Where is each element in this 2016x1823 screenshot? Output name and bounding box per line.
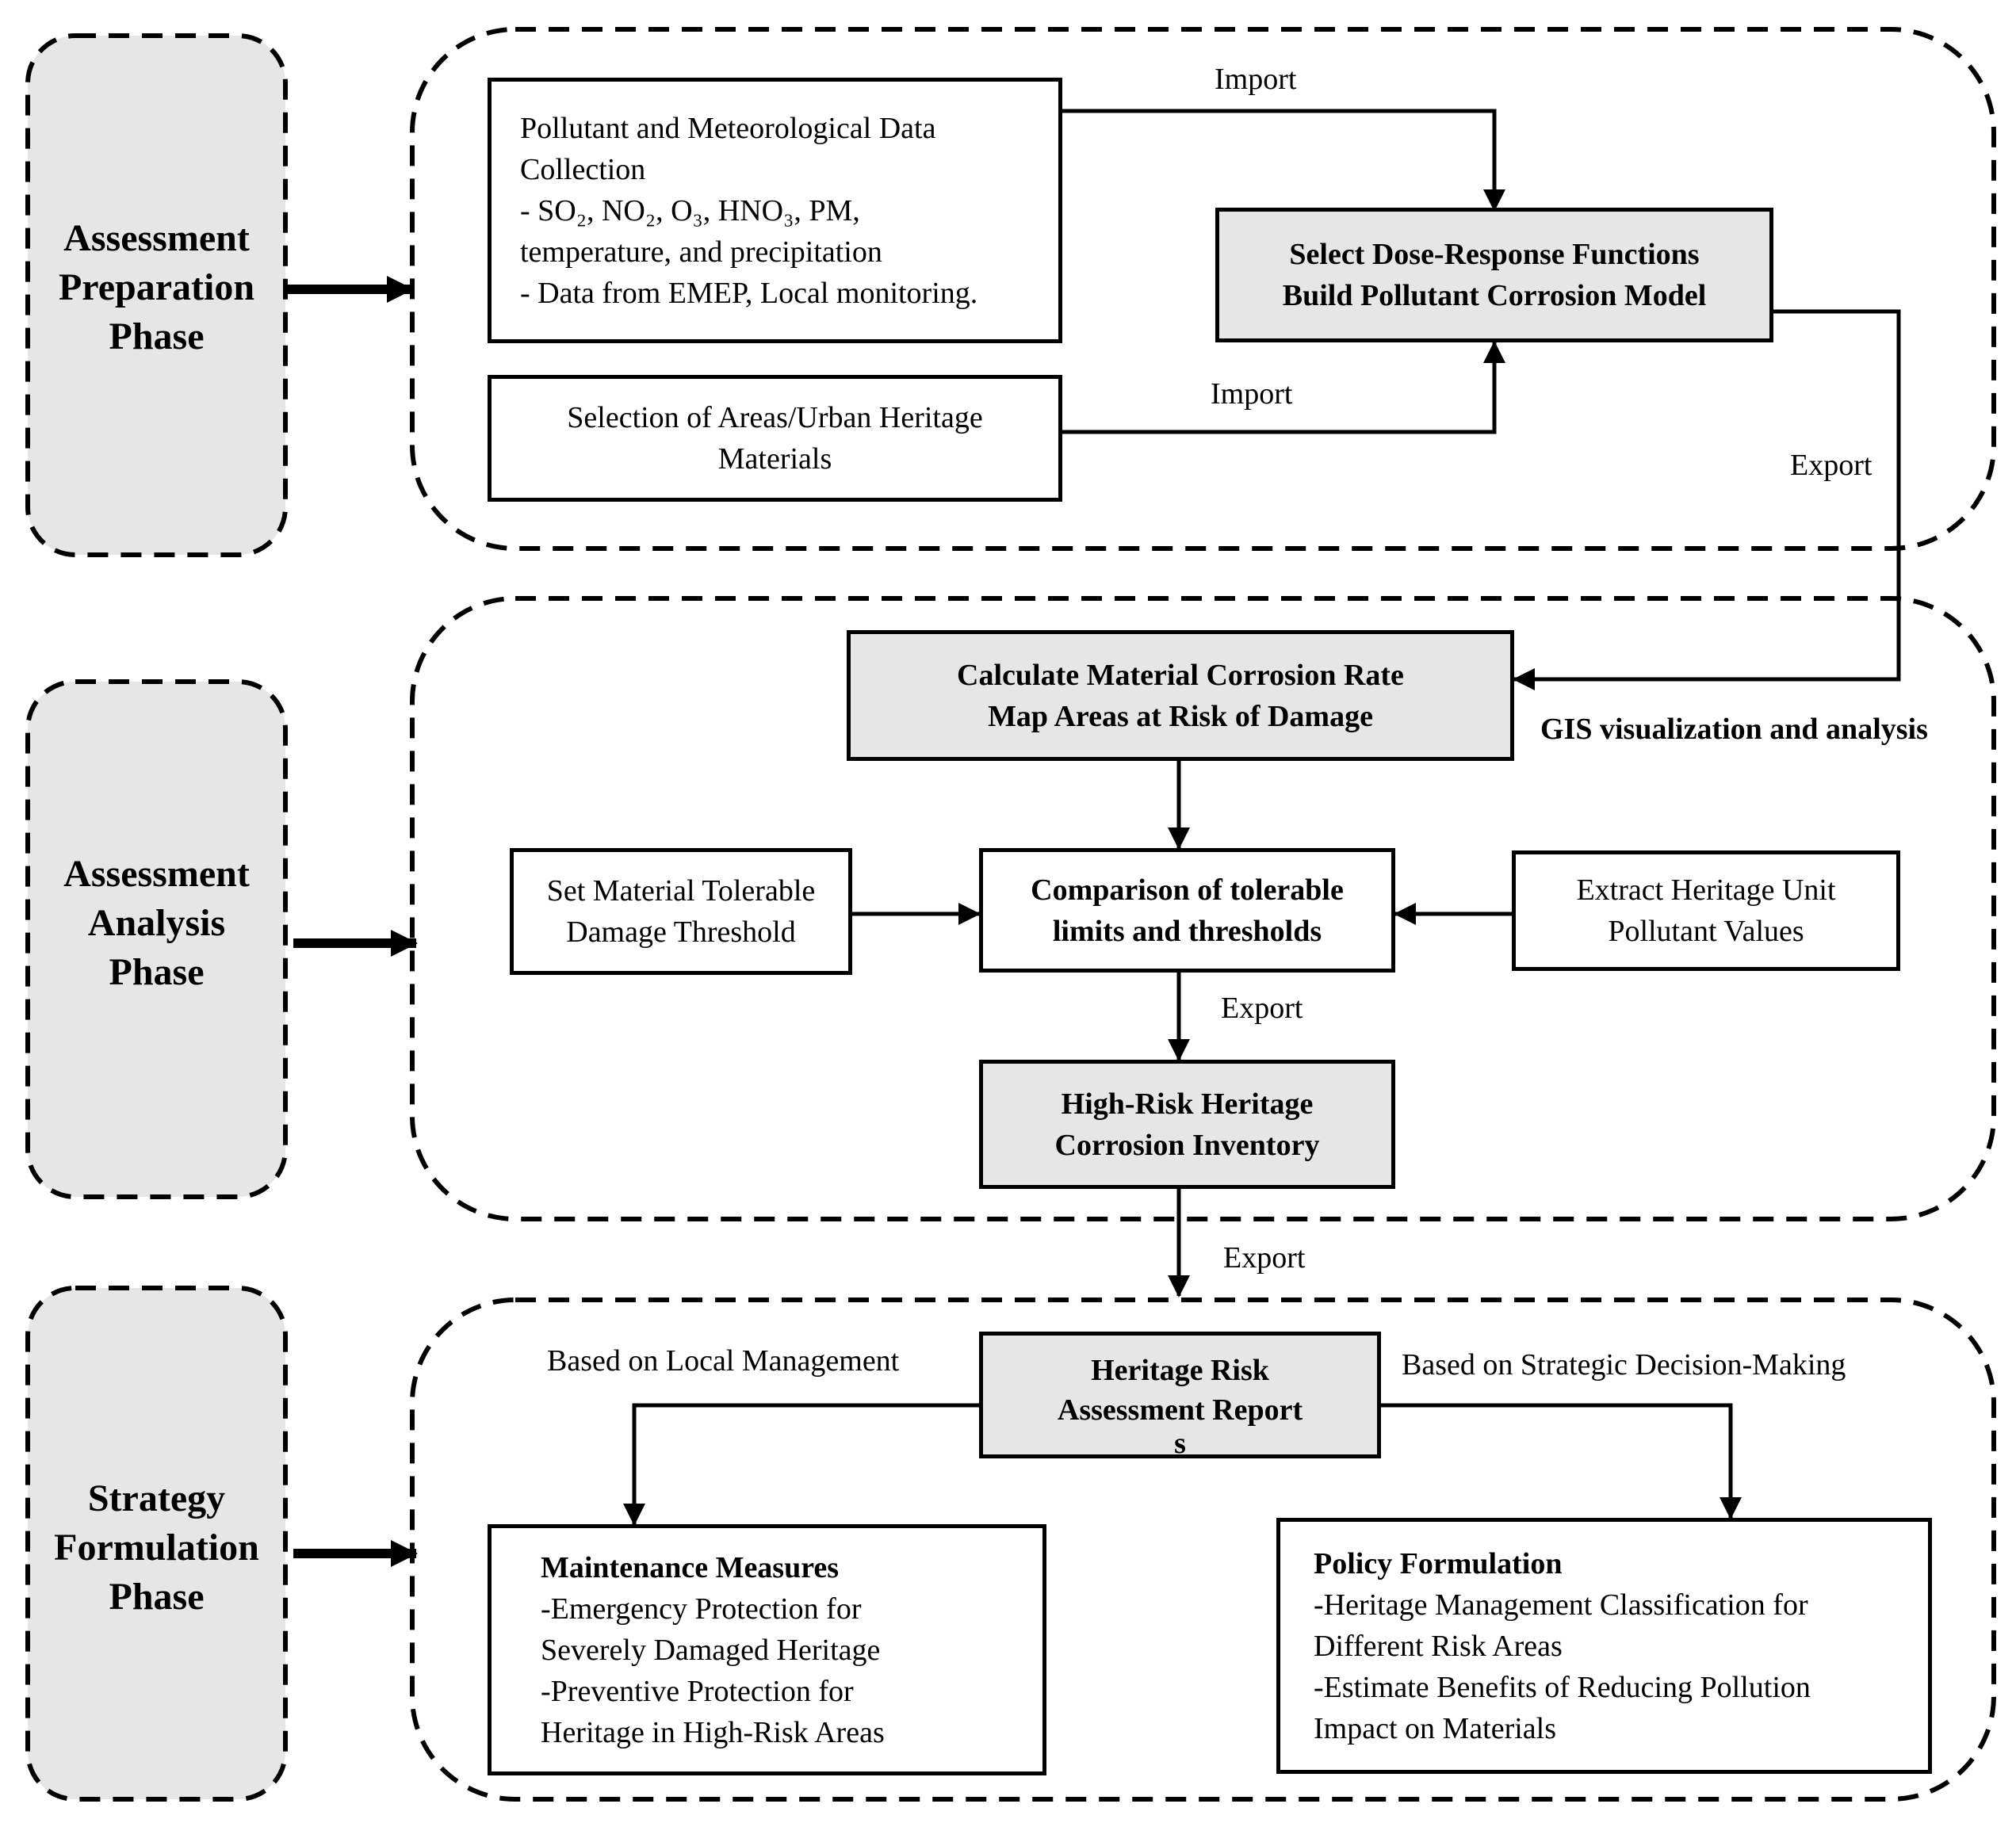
phase-analysis-line-2: Analysis	[87, 902, 226, 944]
policy-title: Policy Formulation	[1314, 1546, 1563, 1580]
report-line-2: Assessment Report	[1057, 1393, 1303, 1427]
policy-line-3: -Estimate Benefits of Reducing Pollution	[1314, 1670, 1811, 1704]
label-gis: GIS visualization and analysis	[1540, 713, 1928, 746]
selection-areas-line-1: Selection of Areas/Urban Heritage	[567, 401, 983, 434]
threshold-line-1: Set Material Tolerable	[546, 874, 816, 908]
phase-strategy-line-3: Phase	[109, 1575, 205, 1618]
phase-label-preparation: Assessment Preparation Phase	[30, 38, 283, 552]
dose-response-line-2: Build Pollutant Corrosion Model	[1282, 279, 1707, 312]
phase-analysis-line-3: Phase	[109, 951, 205, 993]
dose-response-line-1: Select Dose-Response Functions	[1289, 238, 1700, 271]
label-export-3: Export	[1223, 1241, 1306, 1275]
report-line-3: s	[1174, 1427, 1186, 1460]
box-data-collection: Pollutant and Meteorological Data Collec…	[488, 78, 1062, 343]
inventory-line-1: High-Risk Heritage	[1061, 1087, 1314, 1121]
label-strategic-decision: Based on Strategic Decision-Making	[1402, 1348, 1846, 1382]
comparison-line-2: limits and thresholds	[1052, 914, 1322, 948]
maintenance-line-1: -Emergency Protection for	[541, 1592, 862, 1626]
box-threshold: Set Material Tolerable Damage Threshold	[510, 848, 852, 975]
report-line-1: Heritage Risk	[1091, 1354, 1269, 1387]
policy-line-2: Different Risk Areas	[1314, 1629, 1563, 1663]
maintenance-line-4: Heritage in High-Risk Areas	[541, 1715, 885, 1749]
phase-preparation-line-3: Phase	[109, 315, 205, 357]
corrosion-rate-line-1: Calculate Material Corrosion Rate	[957, 658, 1404, 692]
arrow-report-to-policy	[1381, 1403, 1742, 1519]
policy-line-1: -Heritage Management Classification for	[1314, 1588, 1808, 1622]
data-collection-line-1: Pollutant and Meteorological Data	[520, 111, 936, 145]
comparison-line-1: Comparison of tolerable	[1031, 873, 1344, 907]
arrow-export-model-to-rate	[1513, 309, 1901, 690]
phase-frame-preparation	[25, 33, 288, 557]
phase-label-strategy: Strategy Formulation Phase	[30, 1290, 283, 1797]
extract-line-1: Extract Heritage Unit	[1576, 873, 1836, 907]
box-selection-areas: Selection of Areas/Urban Heritage Materi…	[488, 375, 1062, 502]
phase-analysis-line-1: Assessment	[63, 853, 250, 895]
data-collection-line-5: - Data from EMEP, Local monitoring.	[520, 276, 978, 310]
policy-line-4: Impact on Materials	[1314, 1711, 1557, 1745]
box-maintenance: Maintenance Measures -Emergency Protecti…	[488, 1524, 1046, 1775]
threshold-line-2: Damage Threshold	[566, 915, 796, 949]
label-import-2: Import	[1211, 377, 1293, 411]
arrow-report-to-maintenance	[623, 1403, 979, 1526]
data-collection-line-3: - SO₂, NO₂, O₃, HNO₃, PM,	[520, 193, 860, 227]
maintenance-title: Maintenance Measures	[541, 1550, 840, 1584]
box-policy: Policy Formulation -Heritage Management …	[1276, 1518, 1932, 1774]
maintenance-line-3: -Preventive Protection for	[541, 1674, 854, 1708]
phase-label-analysis: Assessment Analysis Phase	[30, 684, 283, 1194]
label-import-1: Import	[1215, 63, 1297, 96]
label-export-1: Export	[1790, 449, 1873, 482]
region-analysis	[410, 596, 1996, 1221]
corrosion-rate-line-2: Map Areas at Risk of Damage	[988, 699, 1373, 733]
label-local-management: Based on Local Management	[547, 1344, 900, 1378]
box-extract: Extract Heritage Unit Pollutant Values	[1512, 850, 1900, 971]
box-corrosion-rate: Calculate Material Corrosion Rate Map Ar…	[847, 630, 1514, 761]
extract-line-2: Pollutant Values	[1608, 915, 1804, 948]
box-inventory: High-Risk Heritage Corrosion Inventory	[979, 1060, 1395, 1189]
box-report: Heritage Risk Assessment Report s	[979, 1332, 1381, 1458]
arrow-import-data-to-model	[1062, 109, 1505, 212]
data-collection-line-2: Collection	[520, 152, 646, 186]
box-dose-response: Select Dose-Response Functions Build Pol…	[1215, 208, 1773, 342]
inventory-line-2: Corrosion Inventory	[1054, 1128, 1320, 1162]
selection-areas-line-2: Materials	[717, 442, 832, 476]
data-collection-line-4: temperature, and precipitation	[520, 235, 882, 269]
phase-preparation-line-2: Preparation	[58, 266, 255, 308]
maintenance-line-2: Severely Damaged Heritage	[541, 1633, 881, 1667]
box-comparison: Comparison of tolerable limits and thres…	[979, 848, 1395, 973]
phase-preparation-line-1: Assessment	[63, 216, 250, 259]
phase-frame-analysis	[25, 679, 288, 1199]
phase-frame-strategy	[25, 1286, 288, 1802]
arrow-import-selection-to-model	[1062, 341, 1505, 434]
phase-strategy-line-2: Formulation	[54, 1526, 259, 1569]
label-export-2: Export	[1221, 992, 1303, 1025]
phase-strategy-line-1: Strategy	[87, 1477, 226, 1519]
